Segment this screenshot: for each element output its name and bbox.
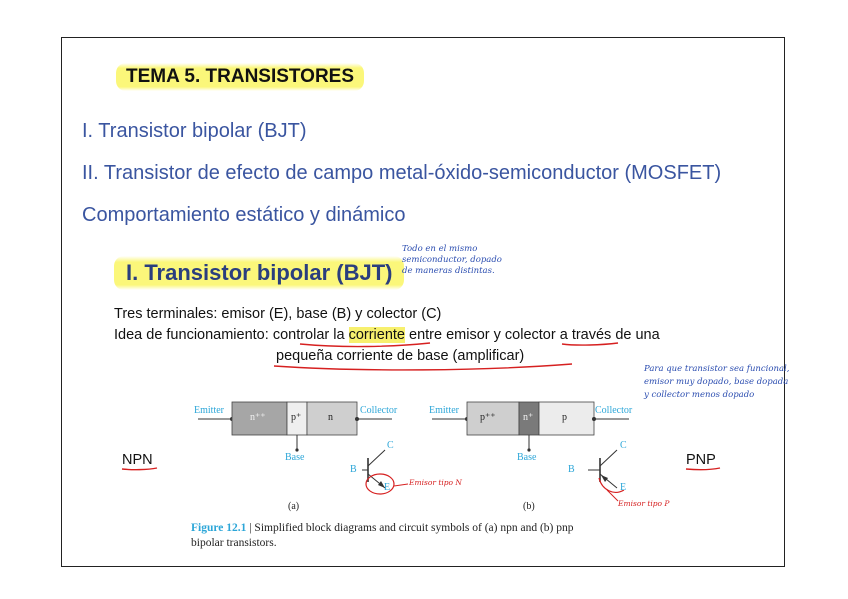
fig-a-symbol-c: C [387, 440, 394, 451]
fig-b-symbol-e: E [620, 482, 627, 493]
fig-a-symbol-b: B [350, 464, 357, 475]
fig-a-collector-label: Collector [360, 405, 398, 416]
fig-b-region-1: p⁺⁺ [480, 412, 496, 423]
fig-a-region-2: p⁺ [291, 412, 302, 423]
fig-b-symbol-b: B [568, 464, 575, 475]
fig-b-region-2: n⁺ [523, 412, 534, 423]
slide-title: TEMA 5. TRANSISTORES [116, 63, 365, 91]
fig-b-base-label: Base [517, 452, 537, 463]
fig-a-block-diagram [198, 401, 409, 495]
fig-b-block-diagram [432, 401, 629, 502]
figure-caption-line2: bipolar transistors. [191, 537, 277, 549]
fig-b-tag: (b) [523, 501, 535, 512]
fig-b-note: Emisor tipo P [618, 499, 670, 508]
fig-b-region-3: p [562, 412, 567, 423]
fig-a-base-label: Base [285, 452, 305, 463]
fig-a-symbol-e: E [384, 482, 391, 493]
fig-a-tag: (a) [288, 501, 300, 512]
handwritten-note-2: Para que transistor sea funcional, emiso… [644, 364, 790, 400]
handwritten-note-1: Todo en el mismo semiconductor, dopado d… [402, 244, 502, 276]
fig-b-symbol-c: C [620, 440, 627, 451]
outline-item-1: I. Transistor bipolar (BJT) [82, 120, 307, 142]
fig-a-region-1: n⁺⁺ [250, 412, 266, 423]
outline-item-2: II. Transistor de efecto de campo metal-… [82, 162, 722, 184]
outline-item-3: Comportamiento estático y dinámico [82, 204, 406, 226]
fig-b-collector-label: Collector [595, 405, 633, 416]
annotation-strokes [121, 342, 721, 471]
fig-a-note: Emisor tipo N [409, 478, 462, 487]
fig-b-emitter-label: Emitter [429, 405, 459, 416]
section-title: I. Transistor bipolar (BJT) [114, 256, 405, 290]
label-pnp: PNP [686, 452, 716, 468]
fig-a-emitter-label: Emitter [194, 405, 224, 416]
label-npn: NPN [122, 452, 153, 468]
line-idea: Idea de funcionamiento: controlar la cor… [114, 327, 660, 343]
line-terminals: Tres terminales: emisor (E), base (B) y … [114, 306, 442, 322]
line-base-current: pequeña corriente de base (amplificar) [276, 348, 525, 364]
fig-a-region-3: n [328, 412, 333, 423]
slide: TEMA 5. TRANSISTORES I. Transistor bipol… [61, 37, 789, 567]
figure-caption: Figure 12.1 | Simplified block diagrams … [191, 522, 574, 534]
